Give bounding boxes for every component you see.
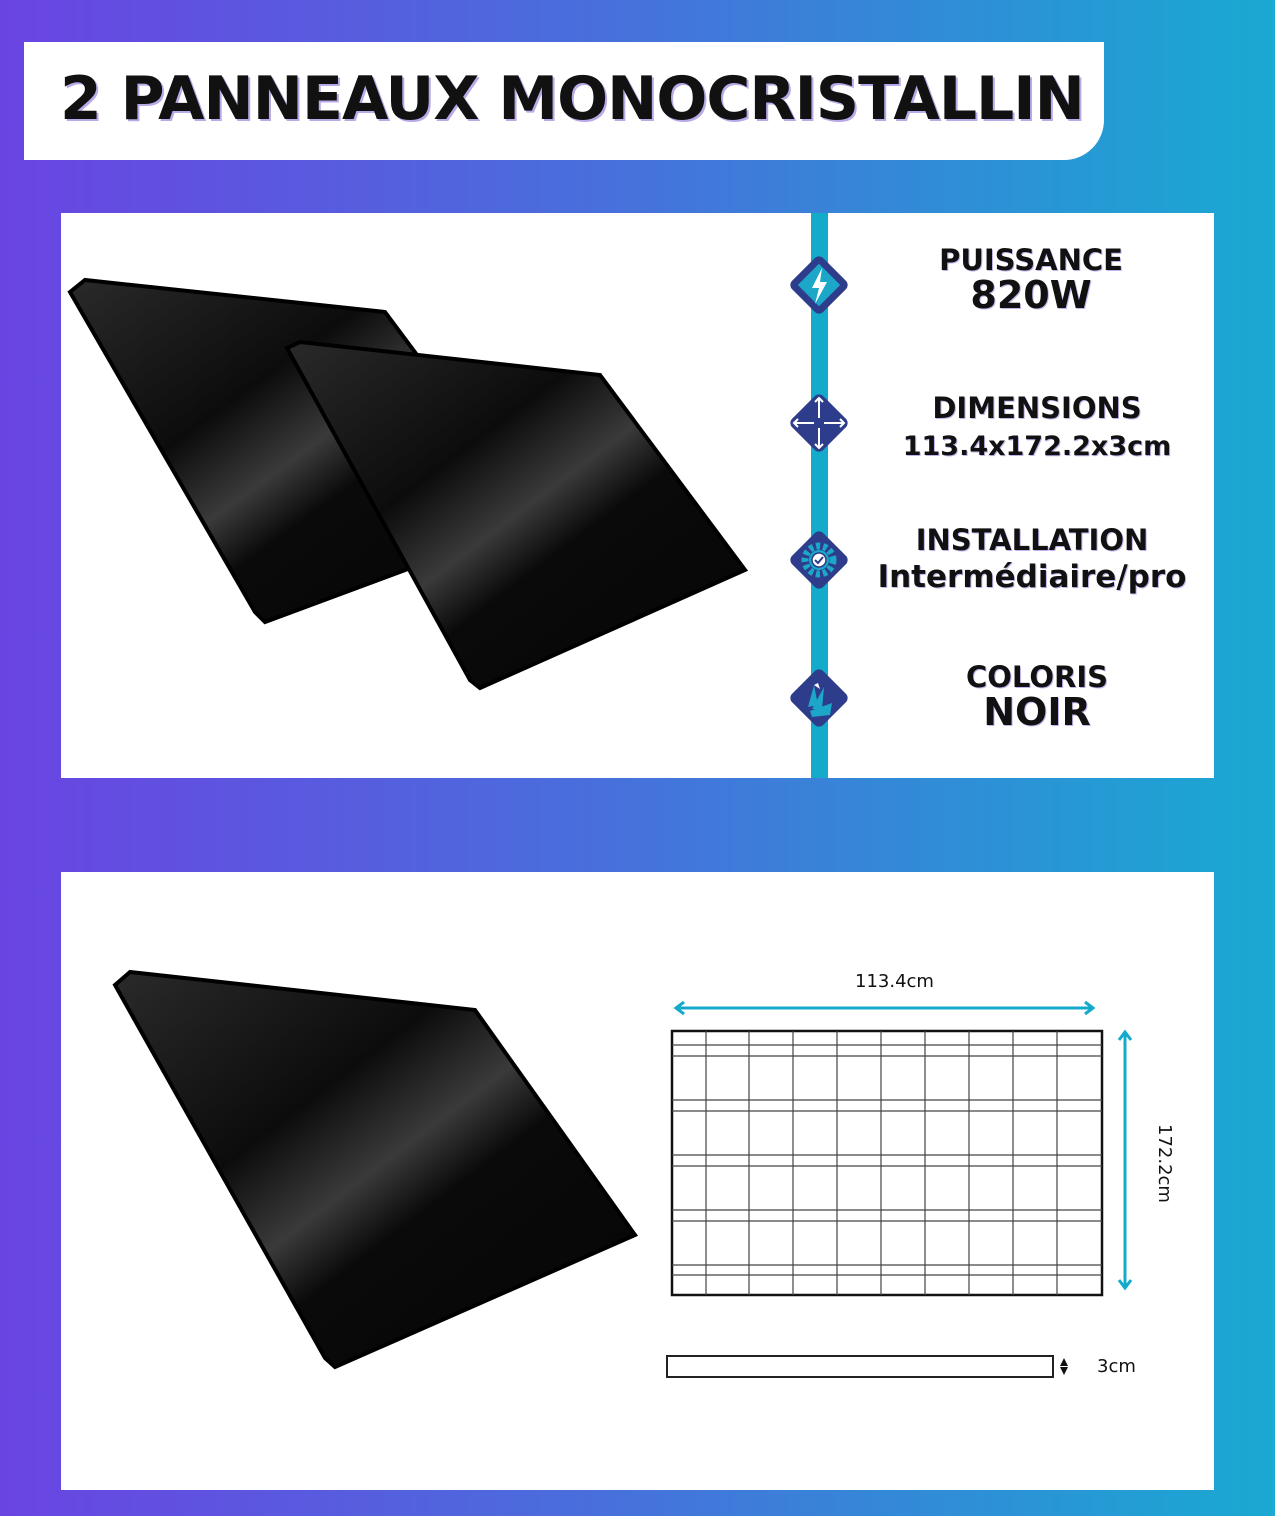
feature-label: PUISSANCE — [939, 243, 1123, 277]
dimension-drawing — [112, 969, 1133, 1378]
height-label: 172.2cm — [1154, 1124, 1175, 1203]
height-arrow — [1117, 1029, 1133, 1291]
feature-label: COLORIS — [965, 660, 1109, 694]
thickness-label: 3cm — [1097, 1356, 1136, 1377]
width-arrow — [673, 1000, 1096, 1016]
color-swatch-icon — [790, 669, 848, 727]
feature-value: NOIR — [983, 690, 1091, 734]
solar-panel-image — [112, 969, 639, 1370]
feature-label: DIMENSIONS — [932, 391, 1142, 425]
feature-dimensions: DIMENSIONS 113.4x172.2x3cm — [867, 391, 1207, 462]
lightning-icon — [790, 256, 848, 314]
title-banner: 2 PANNEAUX MONOCRISTALLIN — [24, 42, 1104, 160]
feature-value: Intermédiaire/pro — [877, 559, 1187, 595]
width-label: 113.4cm — [855, 971, 934, 992]
panel-grid-outline — [670, 1029, 1104, 1297]
gear-check-icon — [790, 531, 848, 589]
thickness-arrow — [1060, 1358, 1068, 1375]
timeline-bar — [811, 213, 828, 778]
two-solar-panels-image — [67, 277, 749, 691]
feature-value: 820W — [970, 273, 1092, 317]
thickness-bar — [666, 1355, 1054, 1378]
feature-label: INSTALLATION — [915, 523, 1149, 557]
feature-value: 113.4x172.2x3cm — [902, 431, 1172, 462]
arrows-expand-icon — [790, 394, 848, 452]
dimensions-card: 113.4cm 172.2cm 3cm — [61, 872, 1214, 1490]
page-title: 2 PANNEAUX MONOCRISTALLIN — [60, 64, 1085, 134]
